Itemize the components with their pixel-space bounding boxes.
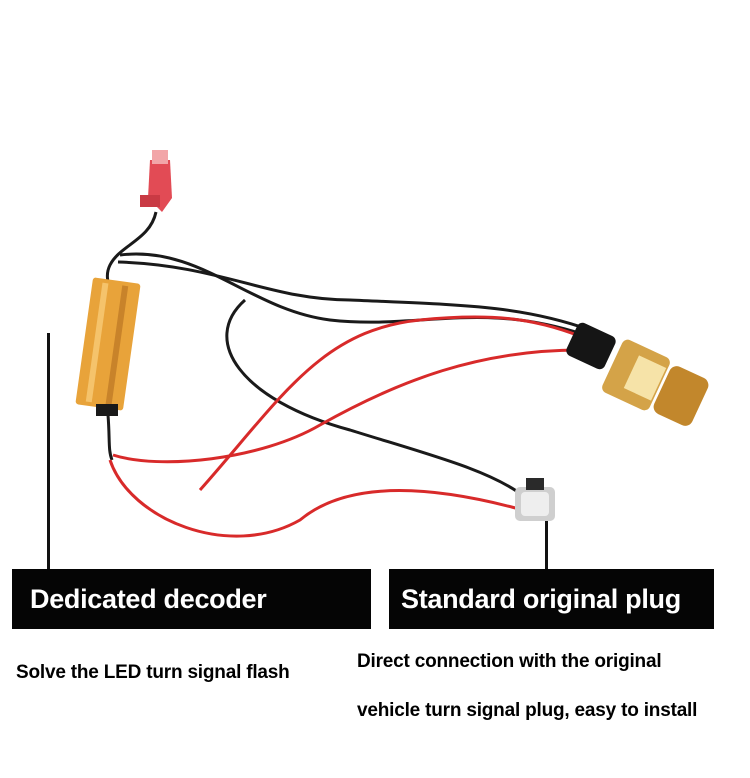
led-bulb [566,322,709,426]
plug-title: Standard original plug [401,583,681,614]
original-plug [515,478,555,521]
decoder-resistor [75,277,141,416]
decoder-caption-bar: Dedicated decoder [12,569,371,629]
plug-description-line-2: vehicle turn signal plug, easy to instal… [357,700,698,721]
decoder-pointer-line [47,333,50,570]
plug-description-line-1: Direct connection with the original [357,651,662,672]
plug-pointer-line [545,521,548,570]
decoder-title: Dedicated decoder [30,583,267,614]
decoder-description: Solve the LED turn signal flash [16,662,290,683]
spade-connector [140,150,172,212]
plug-caption-bar: Standard original plug [389,569,714,629]
red-wires [108,315,591,538]
